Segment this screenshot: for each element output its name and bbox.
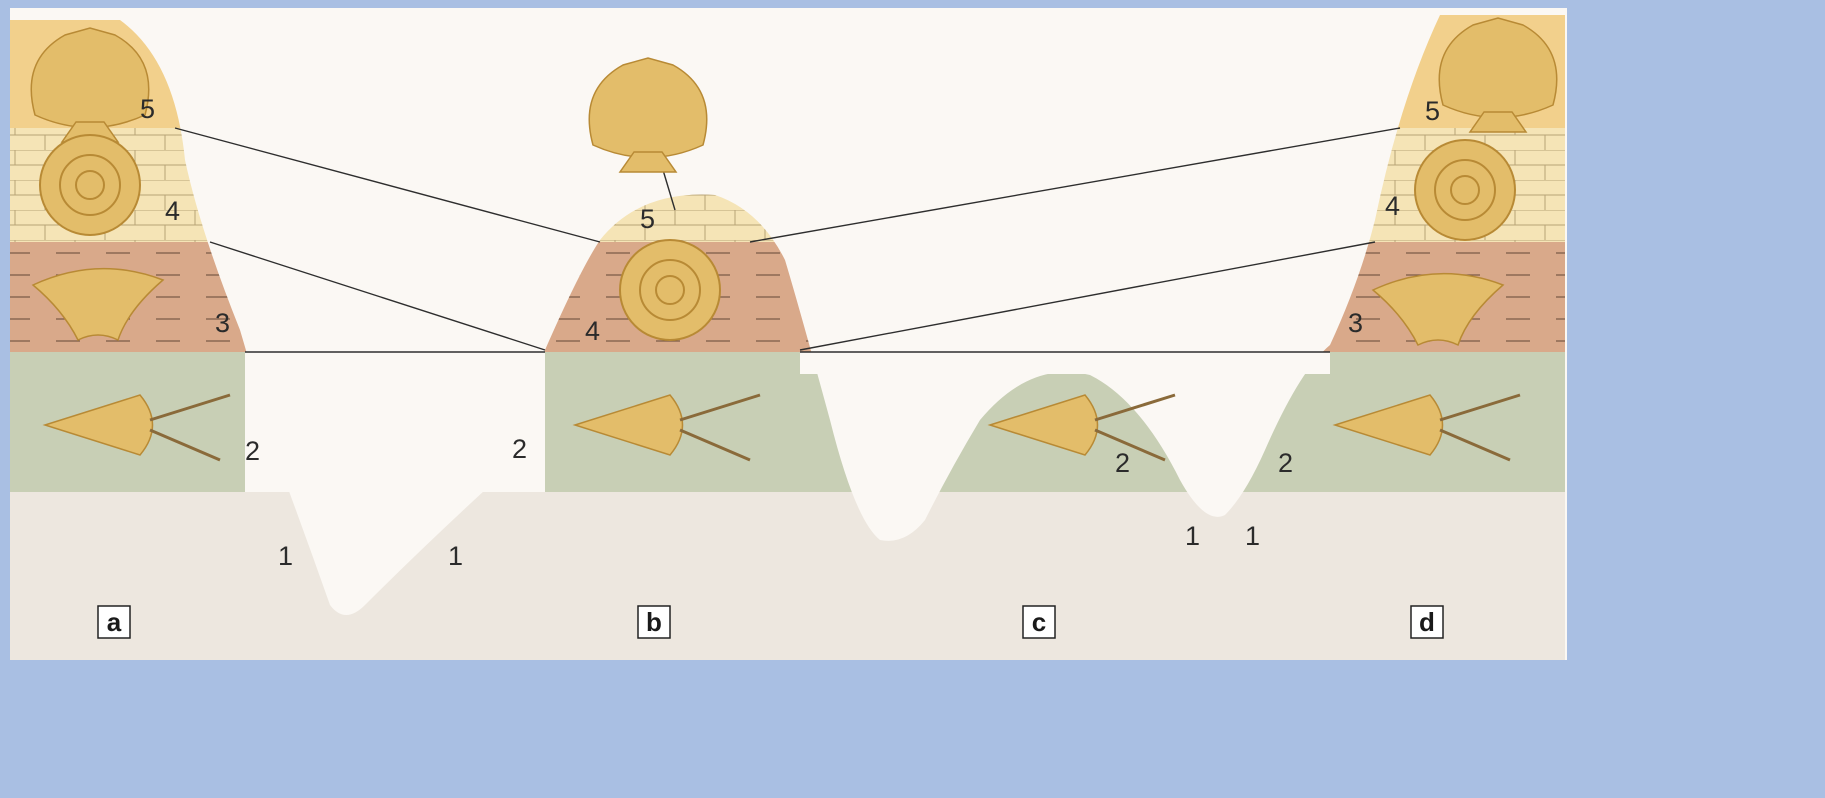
layer-1 — [10, 492, 1567, 662]
layer-2 — [10, 352, 1567, 492]
layer-1-label: 1 — [1245, 521, 1260, 551]
layer-2-label: 2 — [1115, 448, 1130, 478]
layer-4-label: 4 — [585, 316, 600, 346]
layer-4-label: 4 — [165, 196, 180, 226]
layer-4-label: 4 — [1385, 191, 1400, 221]
layer-3-label: 3 — [1348, 308, 1363, 338]
site-label-a: a — [98, 606, 130, 638]
ammonite-icon — [1415, 140, 1515, 240]
svg-text:d: d — [1419, 607, 1435, 637]
svg-text:c: c — [1032, 607, 1046, 637]
layer-1-label: 1 — [448, 541, 463, 571]
layer-5-label: 5 — [640, 204, 655, 234]
layer-2-label: 2 — [245, 436, 260, 466]
layer-5-label: 5 — [1425, 96, 1440, 126]
layer-1-label: 1 — [1185, 521, 1200, 551]
site-label-c: c — [1023, 606, 1055, 638]
layer-3-label: 3 — [215, 308, 230, 338]
svg-text:b: b — [646, 607, 662, 637]
ammonite-icon — [620, 240, 720, 340]
site-label-b: b — [638, 606, 670, 638]
layer-2-label: 2 — [1278, 448, 1293, 478]
svg-text:a: a — [107, 607, 122, 637]
layer-2-label: 2 — [512, 434, 527, 464]
valley-a-b — [245, 352, 545, 492]
valley-b-d-upper — [800, 352, 1330, 374]
ammonite-icon — [40, 135, 140, 235]
layer-5-label: 5 — [140, 94, 155, 124]
site-label-d: d — [1411, 606, 1443, 638]
layer-1-label: 1 — [278, 541, 293, 571]
